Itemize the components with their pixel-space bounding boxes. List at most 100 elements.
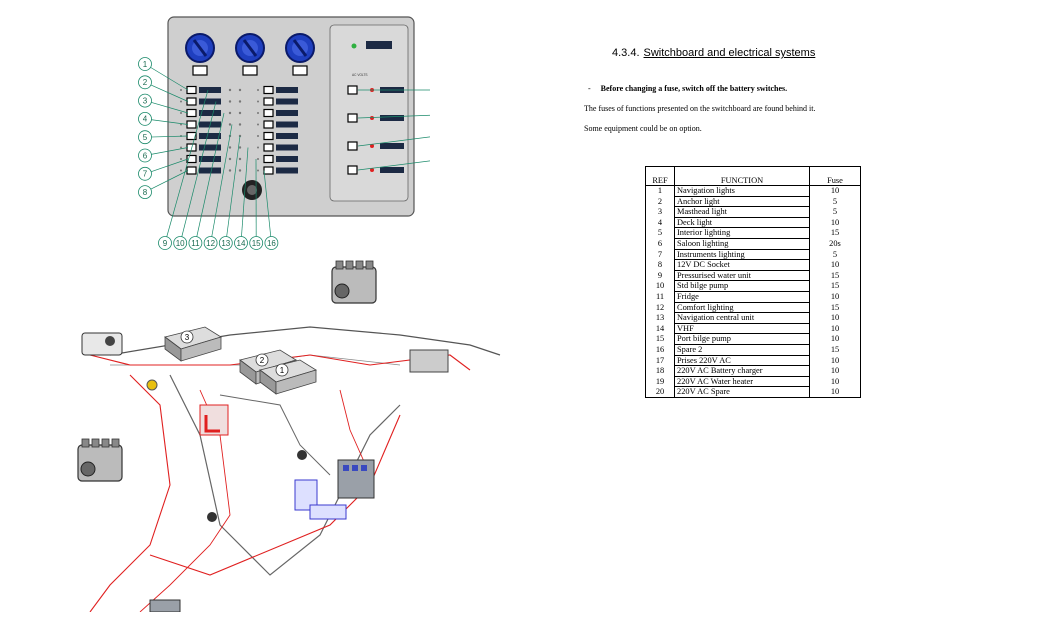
table-cell-ref: 5 [646, 228, 675, 239]
table-cell-fuse: 15 [810, 344, 861, 355]
callout-label: 13 [221, 239, 230, 248]
table-cell-ref: 17 [646, 355, 675, 366]
table-cell-function: Anchor light [675, 196, 810, 207]
table-cell-ref: 1 [646, 186, 675, 197]
bottom-panel [150, 600, 180, 612]
table-cell-fuse: 15 [810, 302, 861, 313]
callout-label: 1 [143, 60, 148, 69]
dc-label-strip [276, 145, 298, 151]
wiring-svg: 321 [70, 255, 590, 612]
engine-cylinder [346, 261, 353, 269]
section-heading: 4.3.4. Switchboard and electrical systems [612, 47, 815, 59]
table-cell-function: 12V DC Socket [675, 260, 810, 271]
ac-label-strip [380, 115, 404, 121]
engine-cylinder [336, 261, 343, 269]
table-cell-ref: 4 [646, 217, 675, 228]
dc-label-strip [276, 87, 298, 93]
table-cell-function: Prises 220V AC [675, 355, 810, 366]
pin [257, 158, 259, 160]
table-cell-function: Interior lighting [675, 228, 810, 239]
callout-label: 4 [143, 115, 148, 124]
table-cell-ref: 13 [646, 313, 675, 324]
section-number: 4.3.4. [612, 47, 640, 59]
engine-cylinder [112, 439, 119, 447]
table-cell-fuse: 10 [810, 291, 861, 302]
dc-switch [264, 121, 273, 128]
dc-label-strip [276, 122, 298, 128]
indicator-dot [239, 158, 241, 160]
shore-plug [147, 380, 157, 390]
indicator-dot [229, 146, 231, 148]
table-cell-fuse: 10 [810, 355, 861, 366]
rocker-switch [293, 66, 307, 75]
dc-switch [187, 167, 196, 174]
dc-switch [187, 110, 196, 117]
battery-charger [82, 333, 122, 355]
pin [257, 112, 259, 114]
switchboard-diagram: AC VOLTS1234567891011121314151617181920 [130, 10, 430, 255]
mini-breaker [361, 465, 367, 471]
switchboard-svg: AC VOLTS1234567891011121314151617181920 [130, 10, 430, 255]
callout-label: 12 [206, 239, 215, 248]
battery-label: 1 [280, 366, 285, 375]
gray-cable [220, 395, 330, 475]
dc-label-strip [276, 133, 298, 139]
indicator-dot [229, 123, 231, 125]
section-title: Switchboard and electrical systems [644, 47, 816, 59]
pin [180, 112, 182, 114]
table-cell-fuse: 10 [810, 334, 861, 345]
dc-switch [264, 167, 273, 174]
dc-label-strip [199, 99, 221, 105]
indicator-led [352, 44, 357, 49]
engine-pulley [81, 462, 95, 476]
table-cell-fuse: 15 [810, 228, 861, 239]
dc-switch [187, 87, 196, 94]
indicator-dot [239, 112, 241, 114]
dc-label-strip [199, 87, 221, 93]
pin [257, 101, 259, 103]
table-cell-ref: 10 [646, 281, 675, 292]
table-cell-ref: 8 [646, 260, 675, 271]
table-cell-fuse: 5 [810, 196, 861, 207]
table-cell-ref: 19 [646, 376, 675, 387]
ac-label-strip [380, 167, 404, 173]
dc-socket-inner [247, 185, 257, 195]
dc-switch [264, 144, 273, 151]
pin [257, 124, 259, 126]
warning-bullet: - [588, 84, 591, 93]
table-cell-fuse: 10 [810, 217, 861, 228]
indicator-dot [229, 100, 231, 102]
table-cell-function: 220V AC Battery charger [675, 366, 810, 377]
red-wire [90, 375, 170, 612]
callout-label: 2 [143, 78, 148, 87]
dc-label-strip [276, 110, 298, 116]
ac-indicator [370, 116, 374, 120]
table-cell-ref: 18 [646, 366, 675, 377]
table-cell-fuse: 10 [810, 313, 861, 324]
callout-label: 9 [163, 239, 168, 248]
dc-label-strip [199, 145, 221, 151]
water-unit [310, 505, 346, 519]
table-cell-fuse: 10 [810, 260, 861, 271]
dc-label-strip [276, 168, 298, 174]
table-cell-function: Spare 2 [675, 344, 810, 355]
engine-cylinder [366, 261, 373, 269]
table-cell-function: Comfort lighting [675, 302, 810, 313]
table-cell-ref: 16 [646, 344, 675, 355]
table-cell-fuse: 10 [810, 366, 861, 377]
component-dot [207, 512, 217, 522]
table-cell-ref: 15 [646, 334, 675, 345]
indicator-dot [229, 89, 231, 91]
ac-switch [348, 166, 357, 174]
pin [257, 170, 259, 172]
table-cell-ref: 6 [646, 238, 675, 249]
